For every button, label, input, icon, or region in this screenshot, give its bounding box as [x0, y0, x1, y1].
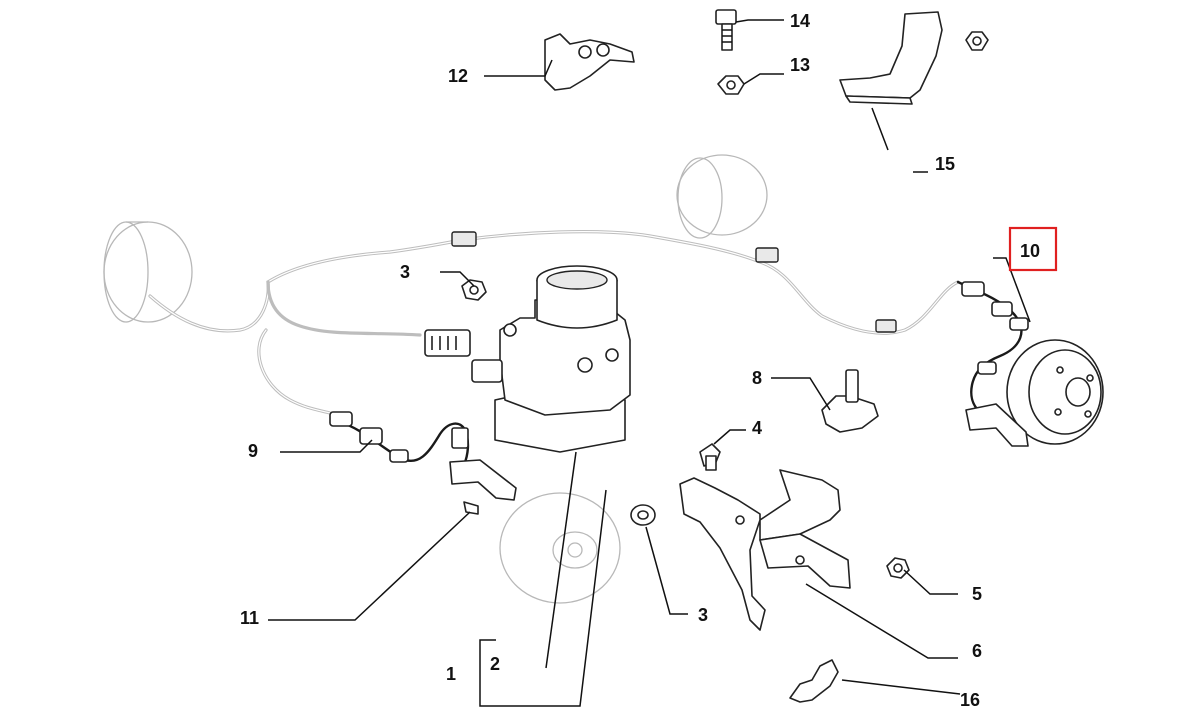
callout-5: 5	[972, 584, 982, 604]
callout-1: 1	[446, 664, 456, 684]
nut-13	[717, 75, 745, 95]
leader-lines	[268, 19, 1031, 707]
callout-10: 10	[1020, 241, 1040, 261]
rear-drum-ghost	[676, 154, 768, 239]
nut-5	[886, 557, 910, 579]
callout-16: 16	[960, 690, 980, 710]
bracket-15	[839, 11, 943, 105]
rear-brake-disc	[1006, 339, 1104, 445]
callout-3-lower: 3	[698, 605, 708, 625]
callout-10-highlight	[1008, 226, 1058, 272]
callout-9: 9	[248, 441, 258, 461]
callout-14: 14	[790, 11, 810, 31]
bracket-12	[544, 33, 635, 91]
callout-11: 11	[240, 608, 259, 628]
nut-top-right	[965, 31, 989, 51]
bolt-4	[699, 443, 721, 471]
callout-15: 15	[935, 154, 955, 174]
wiring-harness	[148, 230, 960, 415]
clip-11	[463, 501, 479, 515]
abs-mounting-bracket-6	[679, 469, 851, 631]
callout-13: 13	[790, 55, 810, 75]
abs-modulator-unit	[424, 265, 631, 453]
wheel-speed-sensor-9	[329, 411, 517, 501]
callout-3-upper: 3	[400, 262, 410, 282]
front-brake-disc-ghost	[499, 492, 621, 604]
nut-3-lower	[630, 504, 656, 526]
bolt-14	[715, 9, 737, 51]
front-left-drum-ghost	[103, 221, 193, 323]
clip-16	[789, 659, 839, 703]
callout-4: 4	[752, 418, 762, 438]
callout-6: 6	[972, 641, 982, 661]
nut-3-upper	[461, 279, 487, 301]
callout-8: 8	[752, 368, 762, 388]
callout-labels: 12 14 13 15 10 3 9 8 4 11 3 5 6 2 1 16	[240, 11, 1040, 710]
callout-12: 12	[448, 66, 468, 86]
clip-8	[821, 369, 879, 433]
wheel-speed-sensor-10	[956, 280, 1029, 447]
callout-2: 2	[490, 654, 500, 674]
